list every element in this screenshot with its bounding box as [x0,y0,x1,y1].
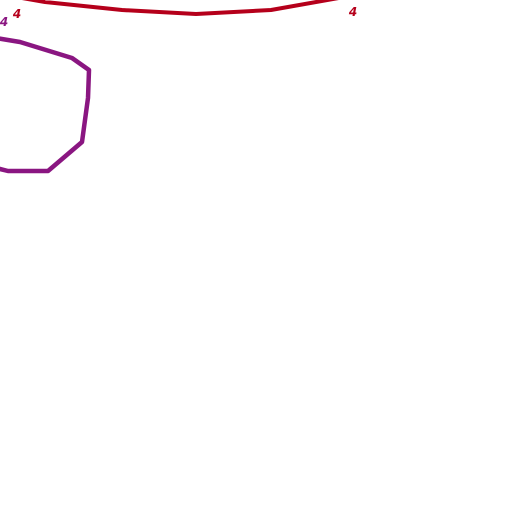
route-line-purple[interactable] [0,36,92,174]
route-line-red[interactable] [21,0,350,16]
route-label-red-left: 4 [12,7,21,21]
route-label-purple-left: 4 [0,15,8,29]
route-label-red-right: 4 [348,5,357,19]
